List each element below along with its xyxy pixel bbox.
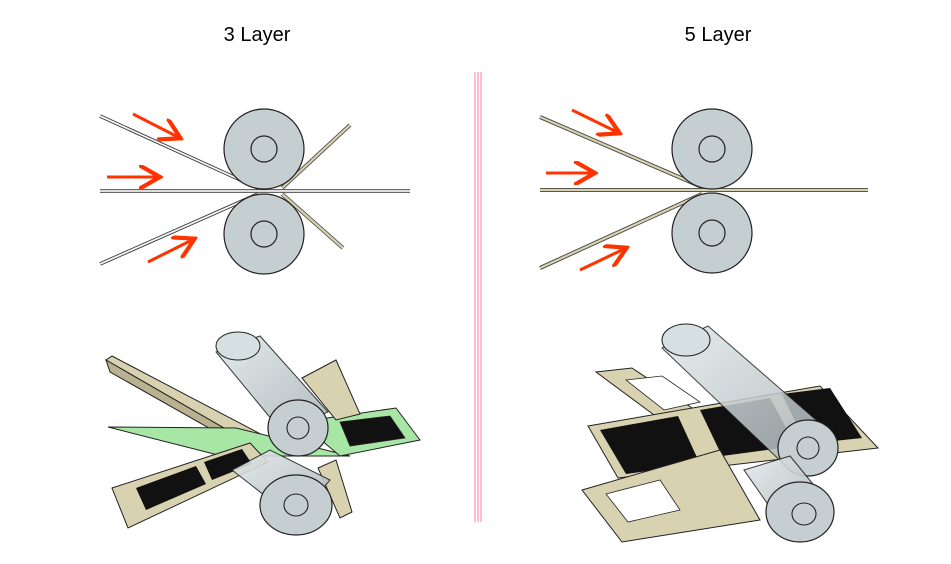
diagram-3d-3-layer — [105, 331, 421, 536]
film-top-incoming — [99, 114, 259, 190]
solar-cell — [136, 466, 206, 510]
solar-cell — [600, 416, 700, 474]
roller-icon — [231, 449, 333, 536]
red-feed-arrow-icon — [132, 112, 178, 137]
roller-icon — [671, 192, 753, 274]
film-bottom-incoming — [99, 192, 259, 266]
film-top-incoming — [539, 115, 703, 189]
roller-icon — [223, 108, 305, 190]
roller-icon — [743, 455, 835, 543]
roller-icon — [223, 193, 305, 275]
panel-title-5-layer: 5 Layer — [684, 24, 752, 46]
panel-title-3-layer: 3 Layer — [223, 24, 291, 46]
diagram-3d-5-layer — [581, 323, 880, 543]
diagram-2d-3-layer — [99, 108, 410, 275]
red-feed-arrow-icon — [571, 108, 617, 132]
red-feed-arrow-icon — [147, 240, 192, 264]
roller-icon — [671, 108, 753, 190]
solar-cell — [204, 449, 252, 480]
red-feed-arrow-icon — [579, 249, 624, 272]
diagram-2d-5-layer — [539, 108, 868, 274]
roller-icon — [215, 331, 329, 457]
film-sheet-tan-flap — [301, 359, 361, 421]
center-divider — [474, 72, 482, 522]
film-outgoing-diagonal — [280, 123, 352, 250]
film-bottom-incoming — [539, 192, 703, 270]
